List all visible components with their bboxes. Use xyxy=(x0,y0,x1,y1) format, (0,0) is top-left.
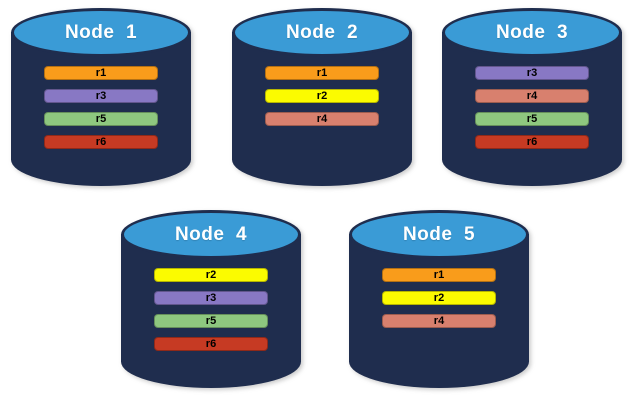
replica-bar-r1: r1 xyxy=(44,66,158,80)
replica-bar-r4: r4 xyxy=(475,89,589,103)
replica-bar-r6: r6 xyxy=(154,337,268,351)
replica-bar-r5: r5 xyxy=(44,112,158,126)
replica-bar-r2: r2 xyxy=(154,268,268,282)
node-label: Node 5 xyxy=(402,223,476,245)
replica-bar-r1: r1 xyxy=(382,268,496,282)
node-cylinder-top: Node 1 xyxy=(11,8,191,57)
node-cylinder-body xyxy=(121,234,301,388)
node-cylinder-top: Node 4 xyxy=(121,210,301,259)
node-cylinder-body xyxy=(232,32,412,186)
replica-bar-r2: r2 xyxy=(382,291,496,305)
node-cylinder-top: Node 3 xyxy=(442,8,622,57)
replica-bar-r3: r3 xyxy=(44,89,158,103)
replica-list: r2 r3 r5 r6 xyxy=(121,268,301,351)
node-cylinder-top: Node 2 xyxy=(232,8,412,57)
node-label: Node 1 xyxy=(64,21,138,43)
replica-bar-r5: r5 xyxy=(475,112,589,126)
replica-bar-r6: r6 xyxy=(44,135,158,149)
replica-list: r3 r4 r5 r6 xyxy=(442,66,622,149)
node-cylinder-top: Node 5 xyxy=(349,210,529,259)
replica-list: r1 r2 r4 xyxy=(232,66,412,126)
node-cylinder-2: Node 2 r1 r2 r4 xyxy=(232,8,412,186)
replica-bar-r6: r6 xyxy=(475,135,589,149)
node-label: Node 4 xyxy=(174,223,248,245)
node-cylinder-3: Node 3 r3 r4 r5 r6 xyxy=(442,8,622,186)
replica-bar-r4: r4 xyxy=(265,112,379,126)
node-cylinder-1: Node 1 r1 r3 r5 r6 xyxy=(11,8,191,186)
node-cylinder-4: Node 4 r2 r3 r5 r6 xyxy=(121,210,301,388)
replica-bar-r1: r1 xyxy=(265,66,379,80)
replica-bar-r5: r5 xyxy=(154,314,268,328)
replica-list: r1 r2 r4 xyxy=(349,268,529,328)
node-cylinder-body xyxy=(442,32,622,186)
node-cylinder-5: Node 5 r1 r2 r4 xyxy=(349,210,529,388)
replica-list: r1 r3 r5 r6 xyxy=(11,66,191,149)
node-label: Node 2 xyxy=(285,21,359,43)
replica-bar-r4: r4 xyxy=(382,314,496,328)
replica-bar-r2: r2 xyxy=(265,89,379,103)
node-label: Node 3 xyxy=(495,21,569,43)
replica-bar-r3: r3 xyxy=(475,66,589,80)
node-cylinder-body xyxy=(349,234,529,388)
node-cylinder-body xyxy=(11,32,191,186)
replica-bar-r3: r3 xyxy=(154,291,268,305)
